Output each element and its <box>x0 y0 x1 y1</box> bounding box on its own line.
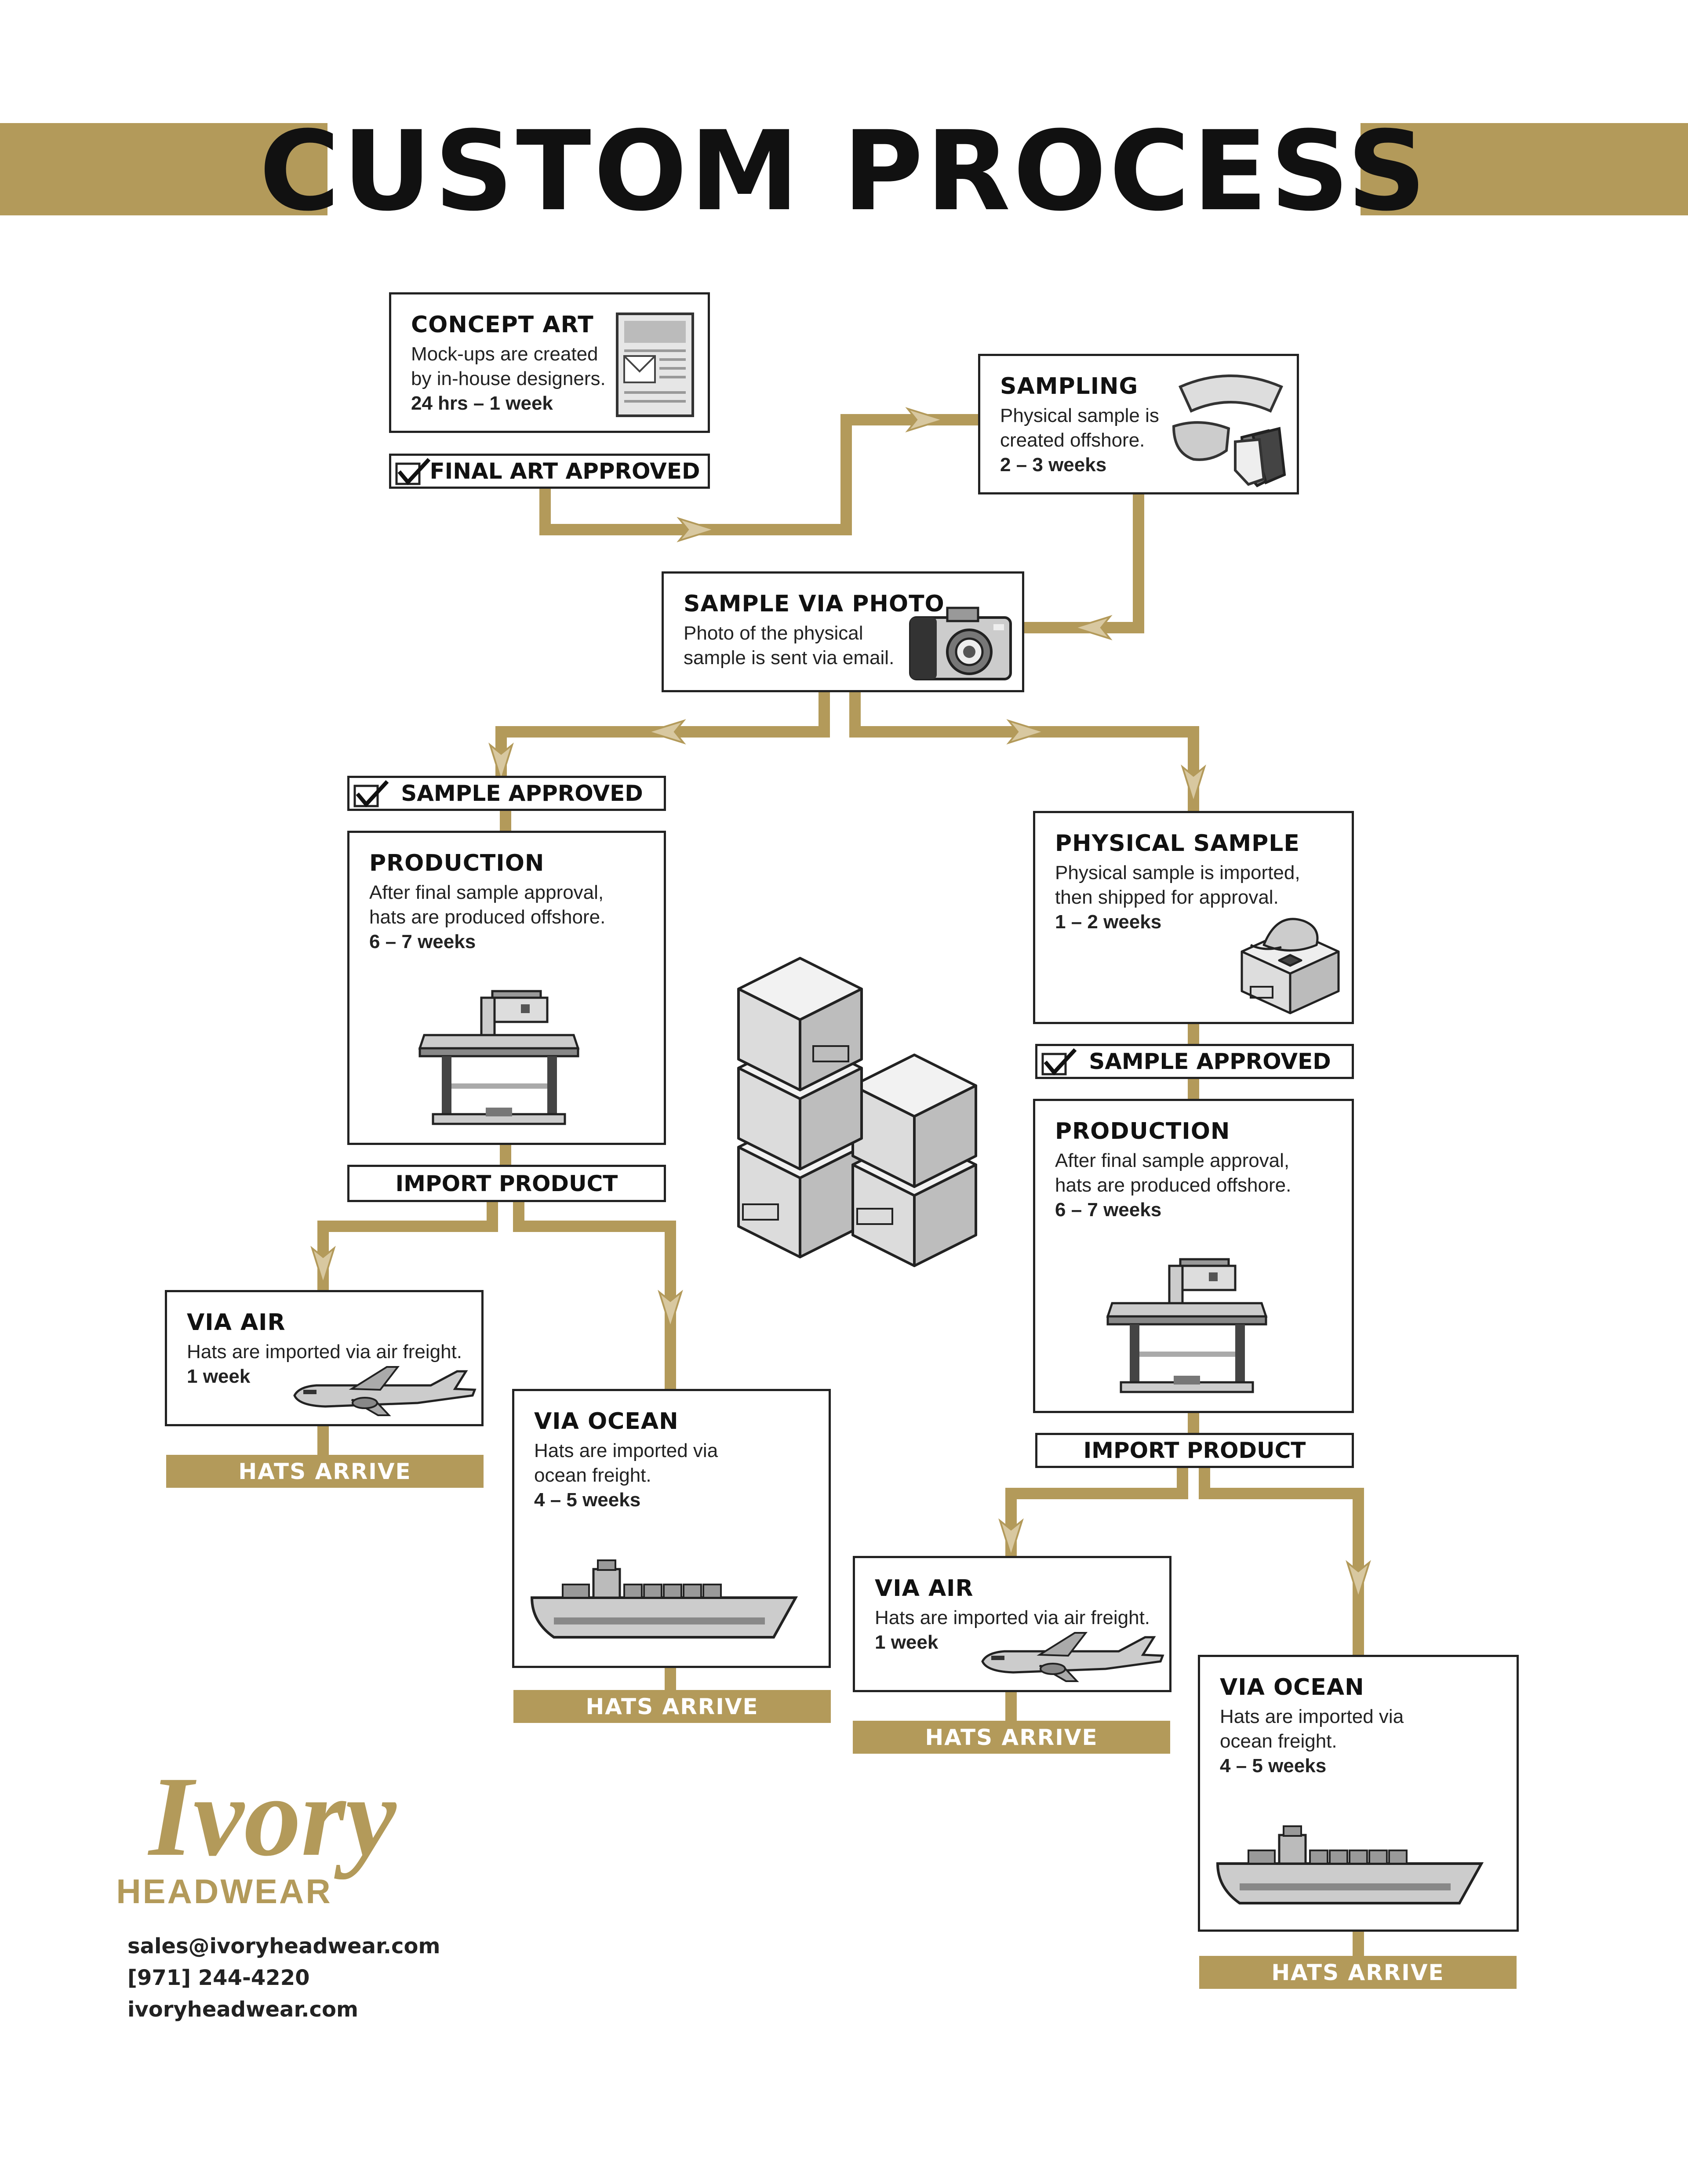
step-description: Hats are imported via air freight. <box>187 1341 462 1363</box>
cargo-ship-icon <box>1216 1825 1484 1904</box>
step-duration: 6 – 7 weeks <box>369 931 476 952</box>
contact-website[interactable]: ivoryheadwear.com <box>127 1997 358 2022</box>
step-description: Mock-ups are created <box>411 343 598 365</box>
step-via-ocean-right: VIA OCEAN Hats are imported via ocean fr… <box>1198 1655 1519 1932</box>
import-product-label-left: IMPORT PRODUCT <box>347 1165 666 1202</box>
step-via-air-right: VIA AIR Hats are imported via air freigh… <box>853 1556 1171 1692</box>
checkmark-icon <box>1041 1048 1077 1076</box>
step-duration: 4 – 5 weeks <box>1220 1755 1327 1777</box>
step-description: Hats are imported via <box>534 1440 718 1461</box>
label-text: IMPORT PRODUCT <box>395 1170 618 1196</box>
camera-icon <box>909 607 1012 680</box>
step-description: created offshore. <box>1000 429 1145 451</box>
step-title: VIA OCEAN <box>1220 1674 1364 1701</box>
sewing-machine-icon <box>418 990 580 1125</box>
sample-approved-label-left: SAMPLE APPROVED <box>347 776 666 811</box>
step-title: VIA AIR <box>187 1309 286 1336</box>
step-duration: 1 – 2 weeks <box>1055 911 1162 933</box>
hats-arrive-banner: HATS ARRIVE <box>853 1721 1170 1754</box>
hats-arrive-banner: HATS ARRIVE <box>1199 1956 1517 1989</box>
step-duration: 24 hrs – 1 week <box>411 392 553 414</box>
step-production-right: PRODUCTION After final sample approval, … <box>1033 1099 1354 1413</box>
label-text: SAMPLE APPROVED <box>401 781 643 806</box>
step-description: Hats are imported via air freight. <box>875 1607 1150 1628</box>
cargo-ship-icon <box>530 1559 798 1639</box>
header-bar-left <box>0 123 327 215</box>
step-description: Physical sample is imported, <box>1055 862 1300 883</box>
step-description: sample is sent via email. <box>684 647 895 669</box>
step-via-air-left: VIA AIR Hats are imported via air freigh… <box>165 1290 484 1426</box>
step-description: then shipped for approval. <box>1055 887 1279 908</box>
step-title: PRODUCTION <box>1055 1118 1230 1145</box>
airplane-icon <box>981 1632 1164 1682</box>
stacked-boxes-icon <box>737 957 977 1267</box>
step-duration: 1 week <box>187 1366 251 1387</box>
step-sampling: SAMPLING Physical sample is created offs… <box>978 354 1299 494</box>
step-duration: 4 – 5 weeks <box>534 1489 641 1511</box>
step-description: Physical sample is <box>1000 405 1159 426</box>
step-description: hats are produced offshore. <box>1055 1174 1291 1196</box>
step-production-left: PRODUCTION After final sample approval, … <box>347 831 666 1145</box>
contact-phone[interactable]: [971] 244-4220 <box>127 1966 310 1990</box>
header-bar-right <box>1361 123 1688 215</box>
step-description: ocean freight. <box>534 1464 651 1486</box>
checkmark-icon <box>353 780 389 807</box>
hats-arrive-banner: HATS ARRIVE <box>166 1455 484 1488</box>
logo-word: Ivory <box>147 1753 397 1880</box>
label-text: FINAL ART APPROVED <box>429 458 700 484</box>
hats-arrive-banner: HATS ARRIVE <box>513 1690 831 1723</box>
label-text: SAMPLE APPROVED <box>1089 1049 1331 1074</box>
step-title: VIA AIR <box>875 1575 974 1602</box>
step-description: After final sample approval, <box>1055 1150 1290 1171</box>
step-description: After final sample approval, <box>369 882 604 903</box>
step-title: PHYSICAL SAMPLE <box>1055 830 1300 857</box>
box-with-cap-icon <box>1241 918 1340 1014</box>
step-title: PRODUCTION <box>369 850 545 876</box>
hat-parts-icon <box>1172 374 1286 487</box>
step-via-ocean-left: VIA OCEAN Hats are imported via ocean fr… <box>512 1389 831 1668</box>
airplane-icon <box>293 1366 477 1416</box>
step-duration: 1 week <box>875 1632 939 1653</box>
step-title: CONCEPT ART <box>411 312 594 338</box>
logo-subtitle: HEADWEAR <box>116 1872 332 1911</box>
document-icon <box>616 313 694 417</box>
step-description: Hats are imported via <box>1220 1706 1404 1727</box>
step-concept-art: CONCEPT ART Mock-ups are created by in-h… <box>389 292 710 433</box>
step-duration: 6 – 7 weeks <box>1055 1199 1162 1221</box>
step-description: Photo of the physical <box>684 622 863 644</box>
step-title: VIA OCEAN <box>534 1408 679 1435</box>
step-title: SAMPLE VIA PHOTO <box>684 591 945 617</box>
step-title: SAMPLING <box>1000 373 1139 400</box>
final-art-approved-label: FINAL ART APPROVED <box>389 454 710 489</box>
sewing-machine-icon <box>1106 1258 1268 1393</box>
step-sample-via-photo: SAMPLE VIA PHOTO Photo of the physical s… <box>662 571 1024 692</box>
import-product-label-right: IMPORT PRODUCT <box>1035 1433 1354 1468</box>
checkmark-icon <box>395 458 431 485</box>
step-description: by in-house designers. <box>411 368 606 389</box>
step-duration: 2 – 3 weeks <box>1000 454 1107 476</box>
sample-approved-label-right: SAMPLE APPROVED <box>1035 1044 1354 1079</box>
step-description: hats are produced offshore. <box>369 906 606 928</box>
step-description: ocean freight. <box>1220 1730 1337 1752</box>
label-text: IMPORT PRODUCT <box>1083 1438 1306 1463</box>
page-title: CUSTOM PROCESS <box>259 107 1429 235</box>
step-physical-sample: PHYSICAL SAMPLE Physical sample is impor… <box>1033 811 1354 1024</box>
contact-email[interactable]: sales@ivoryheadwear.com <box>127 1934 440 1959</box>
ivory-headwear-logo: Ivory HEADWEAR <box>116 1753 397 1911</box>
